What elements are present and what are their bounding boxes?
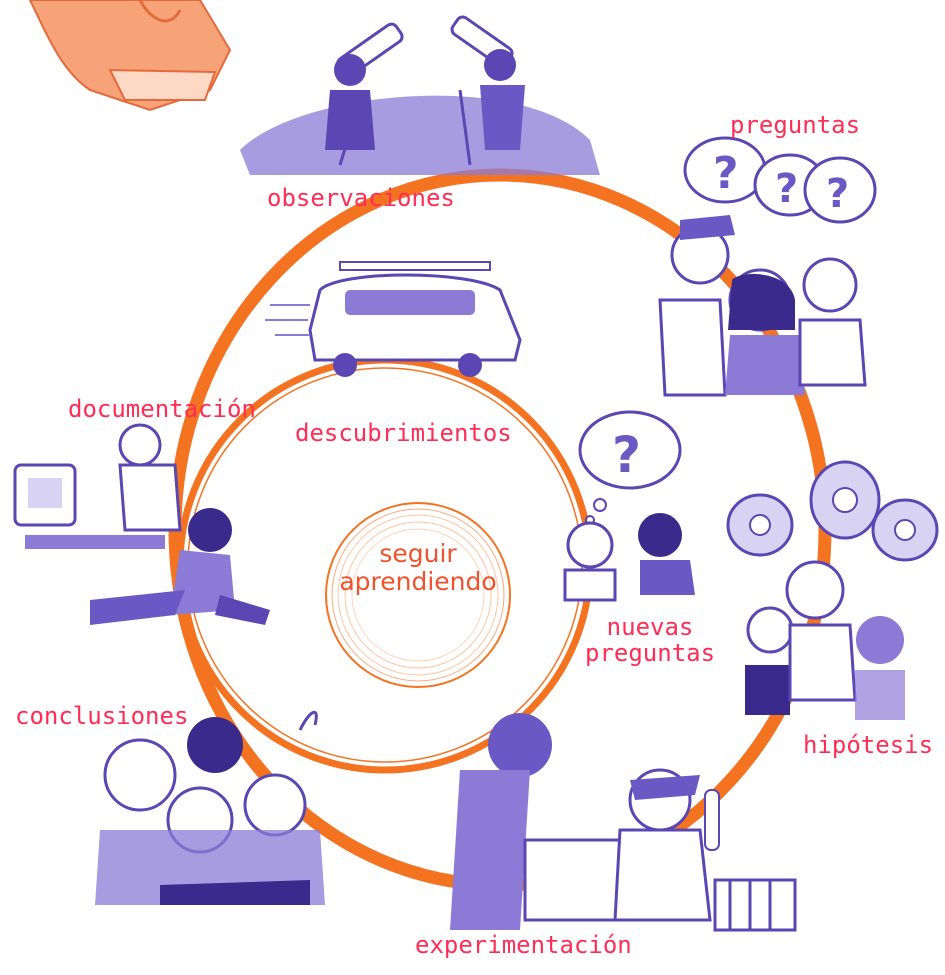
- center-label-line2: aprendiendo: [339, 566, 497, 596]
- step-label-hipotesis: hipótesis: [803, 731, 934, 759]
- child-reading-icon: [28, 0, 232, 112]
- label-descubrimientos: descubrimientos: [295, 419, 512, 447]
- computer-typing-icon: [13, 423, 270, 625]
- step-label-documentacion: documentación: [68, 395, 256, 423]
- scientists-lab-icon: [450, 713, 797, 932]
- svg-text:?: ?: [713, 148, 739, 199]
- svg-text:?: ?: [775, 166, 798, 212]
- lightbulb-idea-children-icon: [726, 460, 939, 720]
- center-spiral: [325, 502, 511, 688]
- center-label: seguir aprendiendo: [333, 540, 503, 595]
- svg-text:?: ?: [826, 171, 849, 217]
- step-label-preguntas: preguntas: [730, 111, 861, 139]
- step-label-observaciones: observaciones: [267, 184, 455, 212]
- label-nuevas-preguntas-line2: preguntas: [585, 639, 716, 668]
- center-label-line1: seguir: [379, 539, 457, 568]
- svg-text:?: ?: [612, 426, 641, 484]
- child-question-bubble-icon: ?: [563, 410, 695, 602]
- thinking-children-question-icon: ? ? ?: [658, 136, 877, 397]
- step-label-experimentacion: experimentación: [415, 931, 632, 959]
- happy-group-children-icon: [95, 711, 325, 905]
- step-label-conclusiones: conclusiones: [15, 702, 189, 730]
- children-telescope-icon: [240, 15, 600, 175]
- label-nuevas-preguntas-line1: nuevas: [606, 613, 694, 641]
- label-nuevas-preguntas: nuevas preguntas: [585, 614, 715, 667]
- van-icon: [265, 261, 522, 377]
